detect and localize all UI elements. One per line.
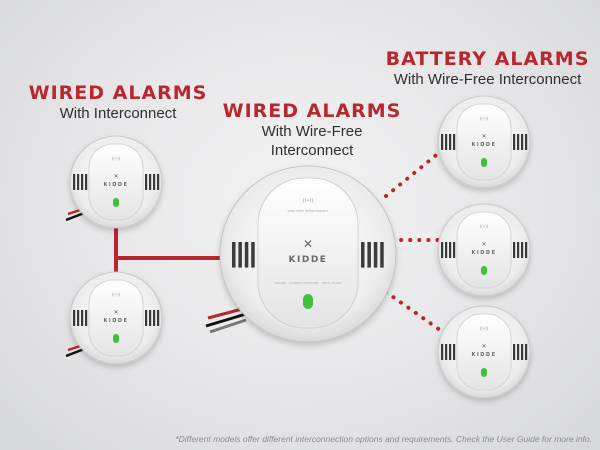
green-led-icon: [303, 294, 313, 309]
svg-text:((•)): ((•)): [112, 156, 121, 161]
svg-text:WIRE-FREE INTERCONNECT: WIRE-FREE INTERCONNECT: [287, 209, 328, 213]
heading-title: WIRED ALARMS: [28, 82, 208, 104]
alarm-battery-middle: ((•)) ✕ KIDDE: [437, 203, 531, 297]
alarm-battery-top: ((•)) ✕ KIDDE: [437, 95, 531, 189]
svg-text:✕: ✕: [481, 133, 486, 140]
heading-wired-wirefree: WIRED ALARMS With Wire-Free Interconnect: [212, 102, 412, 160]
heading-subtitle: With Wire-Free Interconnect: [393, 71, 582, 88]
heading-battery-wirefree: BATTERY ALARMS With Wire-Free Interconne…: [380, 48, 595, 89]
svg-text:✕: ✕: [481, 241, 486, 248]
heading-wired-interconnect: WIRED ALARMS With Interconnect: [18, 82, 218, 123]
svg-text:((•)): ((•)): [303, 198, 314, 204]
green-led-icon: [113, 334, 119, 343]
brand-label: KIDDE: [472, 352, 497, 358]
heading-title: BATTERY ALARMS: [385, 48, 590, 70]
brand-label: KIDDE: [104, 182, 129, 188]
alarm-wired-bottom-left: ((•)) ✕ KIDDE: [69, 271, 163, 365]
svg-text:✕: ✕: [303, 237, 313, 251]
green-led-icon: [481, 368, 487, 377]
brand-label: KIDDE: [104, 318, 129, 324]
alarm-wired-top-left: ((•)) ✕ KIDDE: [69, 135, 163, 229]
svg-text:✕: ✕: [481, 343, 486, 350]
green-led-icon: [481, 158, 487, 167]
footnote: *Different models offer different interc…: [175, 434, 592, 444]
heading-subtitle-line2: Interconnect: [270, 142, 354, 160]
alarm-battery-bottom: ((•)) ✕ KIDDE: [437, 305, 531, 399]
svg-text:((•)): ((•)): [480, 224, 489, 229]
svg-text:SMOKE · CARBON MONOXIDE · TEST: SMOKE · CARBON MONOXIDE · TEST / HUSH: [275, 281, 341, 285]
brand-label: KIDDE: [289, 255, 328, 265]
heading-subtitle-line1: With Wire-Free: [261, 123, 363, 140]
svg-text:((•)): ((•)): [480, 116, 489, 121]
green-led-icon: [481, 266, 487, 275]
heading-subtitle: With Interconnect: [59, 105, 177, 122]
heading-title: WIRED ALARMS: [222, 100, 402, 122]
brand-label: KIDDE: [472, 142, 497, 148]
svg-text:✕: ✕: [113, 173, 118, 180]
wireless-connection-dots: [384, 150, 442, 332]
svg-text:((•)): ((•)): [480, 326, 489, 331]
alarm-wired-center: ((•)) WIRE-FREE INTERCONNECT ✕ KIDDE SMO…: [219, 165, 397, 343]
svg-text:((•)): ((•)): [112, 292, 121, 297]
svg-text:✕: ✕: [113, 309, 118, 316]
brand-label: KIDDE: [472, 250, 497, 256]
green-led-icon: [113, 198, 119, 207]
